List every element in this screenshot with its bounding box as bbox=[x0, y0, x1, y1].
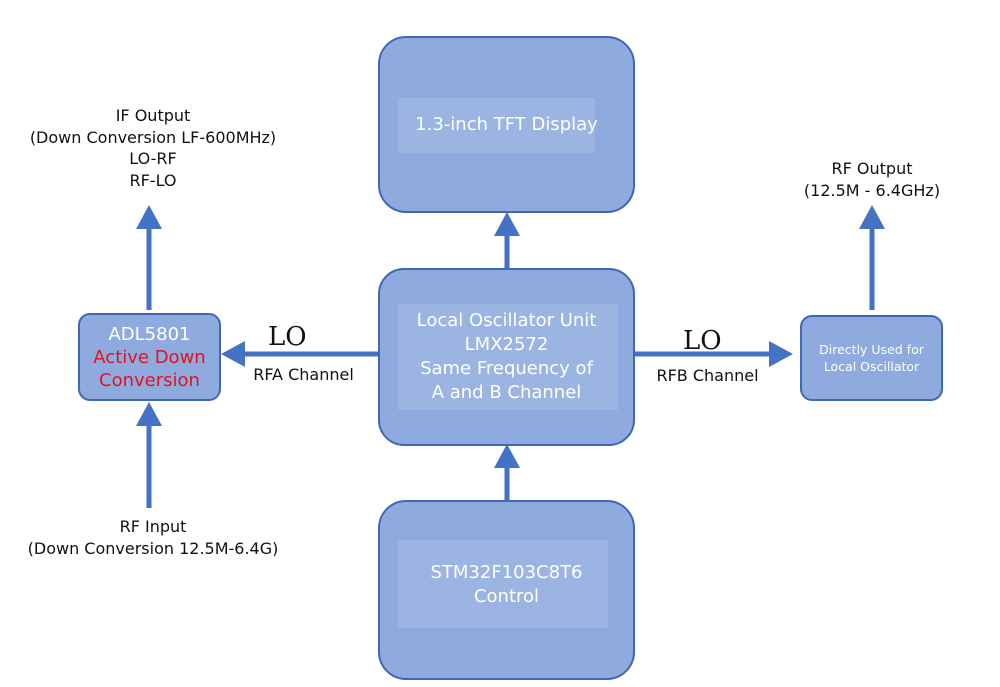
adl5801-function-line: Active Down bbox=[93, 346, 206, 368]
if-output-line: LO-RF bbox=[129, 149, 177, 168]
if-output-line: IF Output bbox=[115, 106, 191, 125]
rf-output-line: (12.5M - 6.4GHz) bbox=[803, 180, 941, 200]
rf-input-line: (Down Conversion 12.5M-6.4G) bbox=[27, 538, 279, 558]
rf-output-line: RF Output bbox=[831, 159, 913, 178]
lo-unit-line: Same Frequency of bbox=[420, 358, 593, 379]
lo-unit-line: A and B Channel bbox=[431, 382, 582, 403]
lo-unit-line: Local Oscillator Unit bbox=[416, 310, 597, 331]
rfb-channel-label: RFB Channel bbox=[656, 366, 759, 385]
mcu-text: STM32F103C8T6 Control bbox=[430, 561, 582, 609]
mcu-line: STM32F103C8T6 bbox=[430, 562, 583, 583]
rf-output-label: RF Output (12.5M - 6.4GHz) bbox=[772, 158, 972, 201]
lo-unit-inner bbox=[398, 304, 618, 410]
rfa-channel-label: RFA Channel bbox=[253, 365, 354, 384]
if-output-line: RF-LO bbox=[129, 170, 177, 190]
adl5801-function-line: Conversion bbox=[99, 369, 200, 391]
direct-lo-line: Local Oscillator bbox=[823, 359, 920, 374]
lo-right-label: LO bbox=[683, 326, 722, 356]
lo-unit-box: Local Oscillator Unit LMX2572 Same Frequ… bbox=[378, 268, 635, 446]
tft-display-label: 1.3-inch TFT Display bbox=[415, 114, 598, 135]
tft-display-inner bbox=[398, 98, 595, 153]
rf-input-label: RF Input (Down Conversion 12.5M-6.4G) bbox=[0, 516, 306, 559]
rf-input-line: RF Input bbox=[119, 517, 187, 536]
direct-lo-line: Directly Used for bbox=[819, 342, 924, 357]
mcu-inner bbox=[398, 540, 608, 628]
adl5801-box: ADL5801 Active Down Conversion bbox=[78, 313, 221, 401]
lo-unit-line: LMX2572 bbox=[464, 334, 549, 355]
tft-display-box: 1.3-inch TFT Display bbox=[378, 36, 635, 213]
lo-unit-text: Local Oscillator Unit LMX2572 Same Frequ… bbox=[417, 309, 597, 405]
if-output-label: IF Output (Down Conversion LF-600MHz) LO… bbox=[0, 105, 306, 191]
direct-lo-box: Directly Used for Local Oscillator bbox=[800, 315, 943, 401]
adl5801-title: ADL5801 bbox=[108, 323, 191, 345]
mcu-line: Control bbox=[473, 586, 540, 607]
lo-left-label: LO bbox=[268, 322, 307, 352]
if-output-line: (Down Conversion LF-600MHz) bbox=[29, 127, 277, 147]
mcu-box: STM32F103C8T6 Control bbox=[378, 500, 635, 680]
